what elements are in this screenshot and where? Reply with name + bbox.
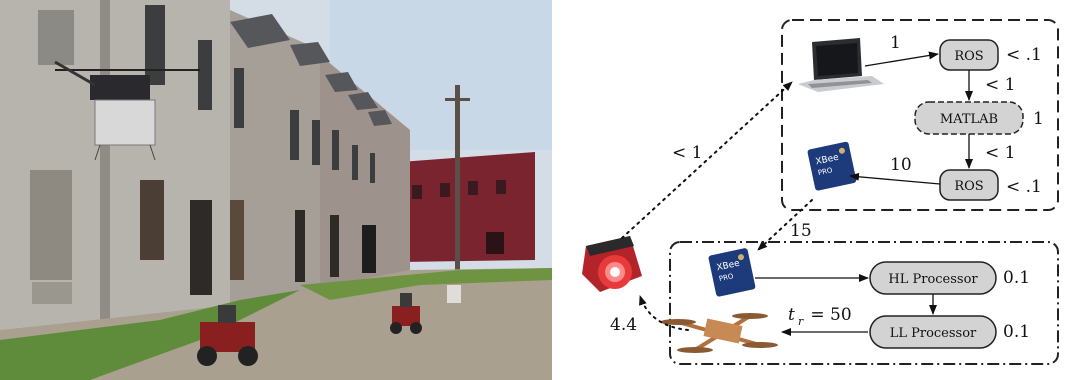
latency-ros-xbee: 10	[890, 155, 912, 175]
xbee-bottom-icon: XBee PRO	[708, 248, 756, 297]
latency-camera-laptop: < 1	[672, 143, 702, 163]
ros-top-label: ROS	[954, 49, 983, 64]
latency-ros-matlab: < 1	[985, 75, 1015, 95]
svg-text:t: t	[788, 305, 795, 325]
latency-xbee-link: 15	[790, 221, 812, 241]
xbee-top-icon: XBee PRO	[807, 141, 857, 191]
latency-matlab: 1	[1033, 109, 1044, 129]
ros-bottom-node: ROS	[940, 170, 998, 200]
ros-top-node: ROS	[940, 40, 998, 70]
hl-processor-node: HL Processor	[870, 262, 996, 294]
matlab-node: MATLAB	[915, 102, 1023, 134]
latency-hl: 0.1	[1003, 268, 1030, 288]
svg-text:r: r	[798, 315, 804, 328]
ros-bottom-label: ROS	[954, 179, 983, 194]
tr-label: t r = 50	[788, 305, 852, 328]
latency-matlab-ros: < 1	[985, 143, 1015, 163]
arrow-ros-to-xbee	[850, 176, 940, 184]
quadrotor-icon	[660, 313, 778, 353]
latency-ros-bottom: < .1	[1006, 177, 1042, 197]
mocap-camera-icon	[582, 236, 642, 292]
latency-ros-top: < .1	[1006, 45, 1042, 65]
arrow-camera-to-laptop	[622, 82, 792, 238]
red-building	[400, 152, 535, 262]
latency-diagram: ROS MATLAB ROS XBee PRO HL Processor LL …	[560, 0, 1068, 380]
arrow-laptop-to-ros	[865, 54, 938, 66]
marker-post	[447, 285, 461, 303]
matlab-label: MATLAB	[940, 112, 998, 127]
ll-processor-label: LL Processor	[890, 326, 977, 341]
hl-processor-label: HL Processor	[888, 272, 978, 287]
svg-text:= 50: = 50	[805, 305, 852, 325]
latency-ll: 0.1	[1003, 322, 1030, 342]
latency-drone-camera: 4.4	[610, 315, 637, 335]
field-photo	[0, 0, 552, 380]
ll-processor-node: LL Processor	[870, 316, 996, 348]
latency-laptop-ros: 1	[890, 33, 901, 53]
